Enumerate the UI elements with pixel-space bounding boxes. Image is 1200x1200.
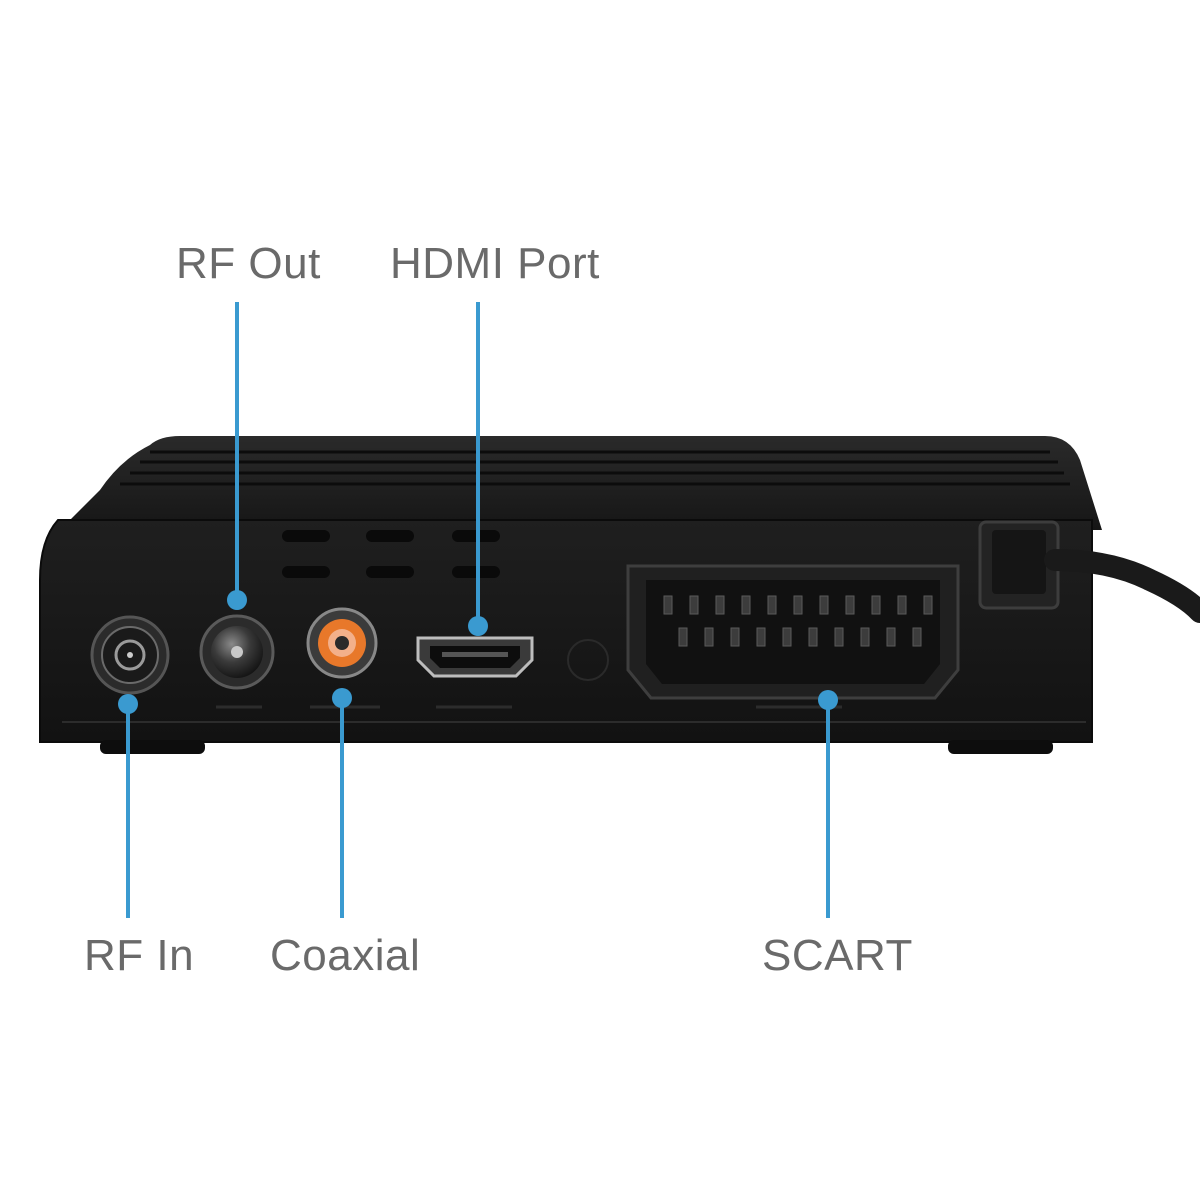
hdmi-port-label: HDMI Port [390, 239, 600, 288]
panel-screw-mark [567, 639, 609, 681]
scart-pin [860, 627, 870, 647]
callout-dot-hdmi-port [468, 616, 488, 636]
rf-out-connector [199, 614, 275, 690]
scart-pin [678, 627, 688, 647]
callout-dot-coaxial [332, 688, 352, 708]
device-foot-right [948, 740, 1053, 754]
scart-pin [715, 595, 725, 615]
scart-pin [663, 595, 673, 615]
scart-pin [730, 627, 740, 647]
rf-in-label: RF In [84, 931, 195, 980]
scart-pin [897, 595, 907, 615]
rf-in-connector [90, 615, 170, 695]
scart-pin [704, 627, 714, 647]
coaxial-connector [306, 607, 378, 679]
scart-pin [912, 627, 922, 647]
callout-dot-rf-in [118, 694, 138, 714]
scart-pin [793, 595, 803, 615]
scart-pin [756, 627, 766, 647]
callout-dot-rf-out [227, 590, 247, 610]
scart-pin [923, 595, 933, 615]
callout-dot-scart [818, 690, 838, 710]
scart-pin [767, 595, 777, 615]
scart-connector [626, 564, 960, 700]
scart-pin [886, 627, 896, 647]
rf-out-label: RF Out [176, 239, 321, 288]
scart-pin [819, 595, 829, 615]
power-cord [978, 520, 1200, 623]
scart-pin [741, 595, 751, 615]
scart-pin [834, 627, 844, 647]
top-vent-ridges [120, 450, 1070, 486]
hdmi-port-connector [416, 636, 534, 678]
scart-pin [871, 595, 881, 615]
coaxial-label: Coaxial [270, 931, 421, 980]
scart-pin [845, 595, 855, 615]
scart-pin [782, 627, 792, 647]
scart-pin [808, 627, 818, 647]
callout-lines [118, 302, 838, 918]
device-foot-left [100, 740, 205, 754]
scart-pin [689, 595, 699, 615]
scart-label: SCART [762, 931, 913, 980]
